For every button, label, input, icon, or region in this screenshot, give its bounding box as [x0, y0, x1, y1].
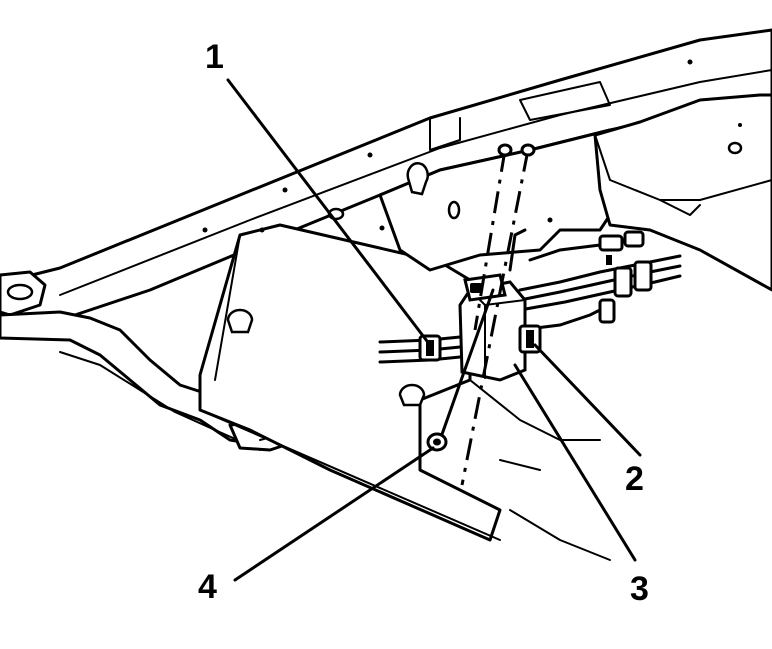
callout-2: 2 [625, 460, 644, 498]
rail-left-end [0, 270, 47, 317]
callout-3: 3 [630, 570, 649, 608]
callout-1: 1 [205, 38, 224, 76]
callout-4: 4 [198, 568, 217, 606]
frame-web-panel [198, 223, 502, 542]
lower-right-floor [469, 379, 611, 561]
callout-leaders [226, 78, 642, 582]
upper-frame-side [327, 128, 622, 272]
leader-2 [533, 343, 642, 457]
right-frame-bracket [593, 93, 772, 292]
leader-4 [233, 446, 435, 582]
callout-labels: 1 2 3 4 [198, 38, 649, 608]
leader-3 [513, 363, 637, 562]
pipe-fitting-cluster [598, 230, 653, 324]
leader-1 [226, 78, 432, 347]
mounting-bolts [426, 143, 536, 486]
